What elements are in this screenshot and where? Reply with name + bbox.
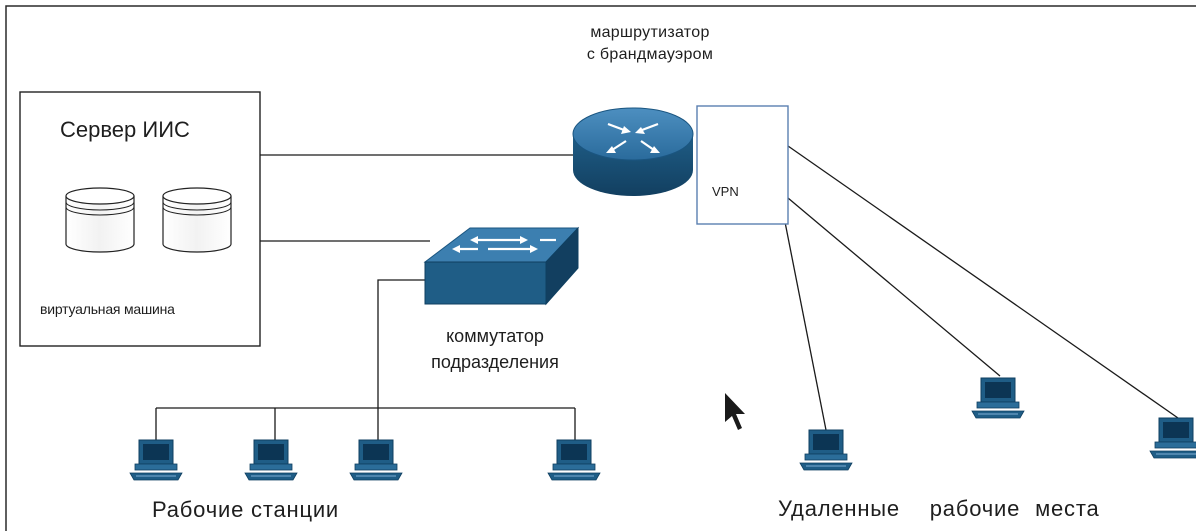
vpn-label: VPN [712, 184, 739, 199]
remote-workplaces-label: Удаленные рабочие места [778, 496, 1100, 521]
switch-label: коммутатор подразделения [395, 323, 595, 375]
server-title: Сервер ИИС [60, 117, 190, 142]
vpn-box [696, 105, 789, 225]
router-label-line2: с брандмауэром [586, 46, 714, 63]
switch-label-line1: коммутатор [446, 326, 544, 346]
router-label: маршрутизатор с брандмауэром [520, 22, 780, 66]
switch-label-line2: подразделения [431, 352, 559, 372]
switch-icon [423, 226, 580, 306]
computer-icon [1149, 417, 1196, 459]
mouse-cursor-icon [725, 393, 745, 430]
computer-icon [349, 439, 403, 481]
computer-icon [971, 377, 1025, 419]
database-icon [162, 187, 232, 253]
connection-lines [155, 145, 1179, 440]
diagram-frame [5, 5, 1196, 531]
database-icon [65, 187, 135, 253]
computer-icon [244, 439, 298, 481]
router-label-line1: маршрутизатор [590, 24, 710, 41]
computer-icon [129, 439, 183, 481]
computer-icon [799, 429, 853, 471]
workstations-label: Рабочие станции [152, 497, 340, 522]
router-icon [572, 107, 694, 196]
vm-label: виртуальная машина [40, 301, 175, 317]
computer-icon [547, 439, 601, 481]
